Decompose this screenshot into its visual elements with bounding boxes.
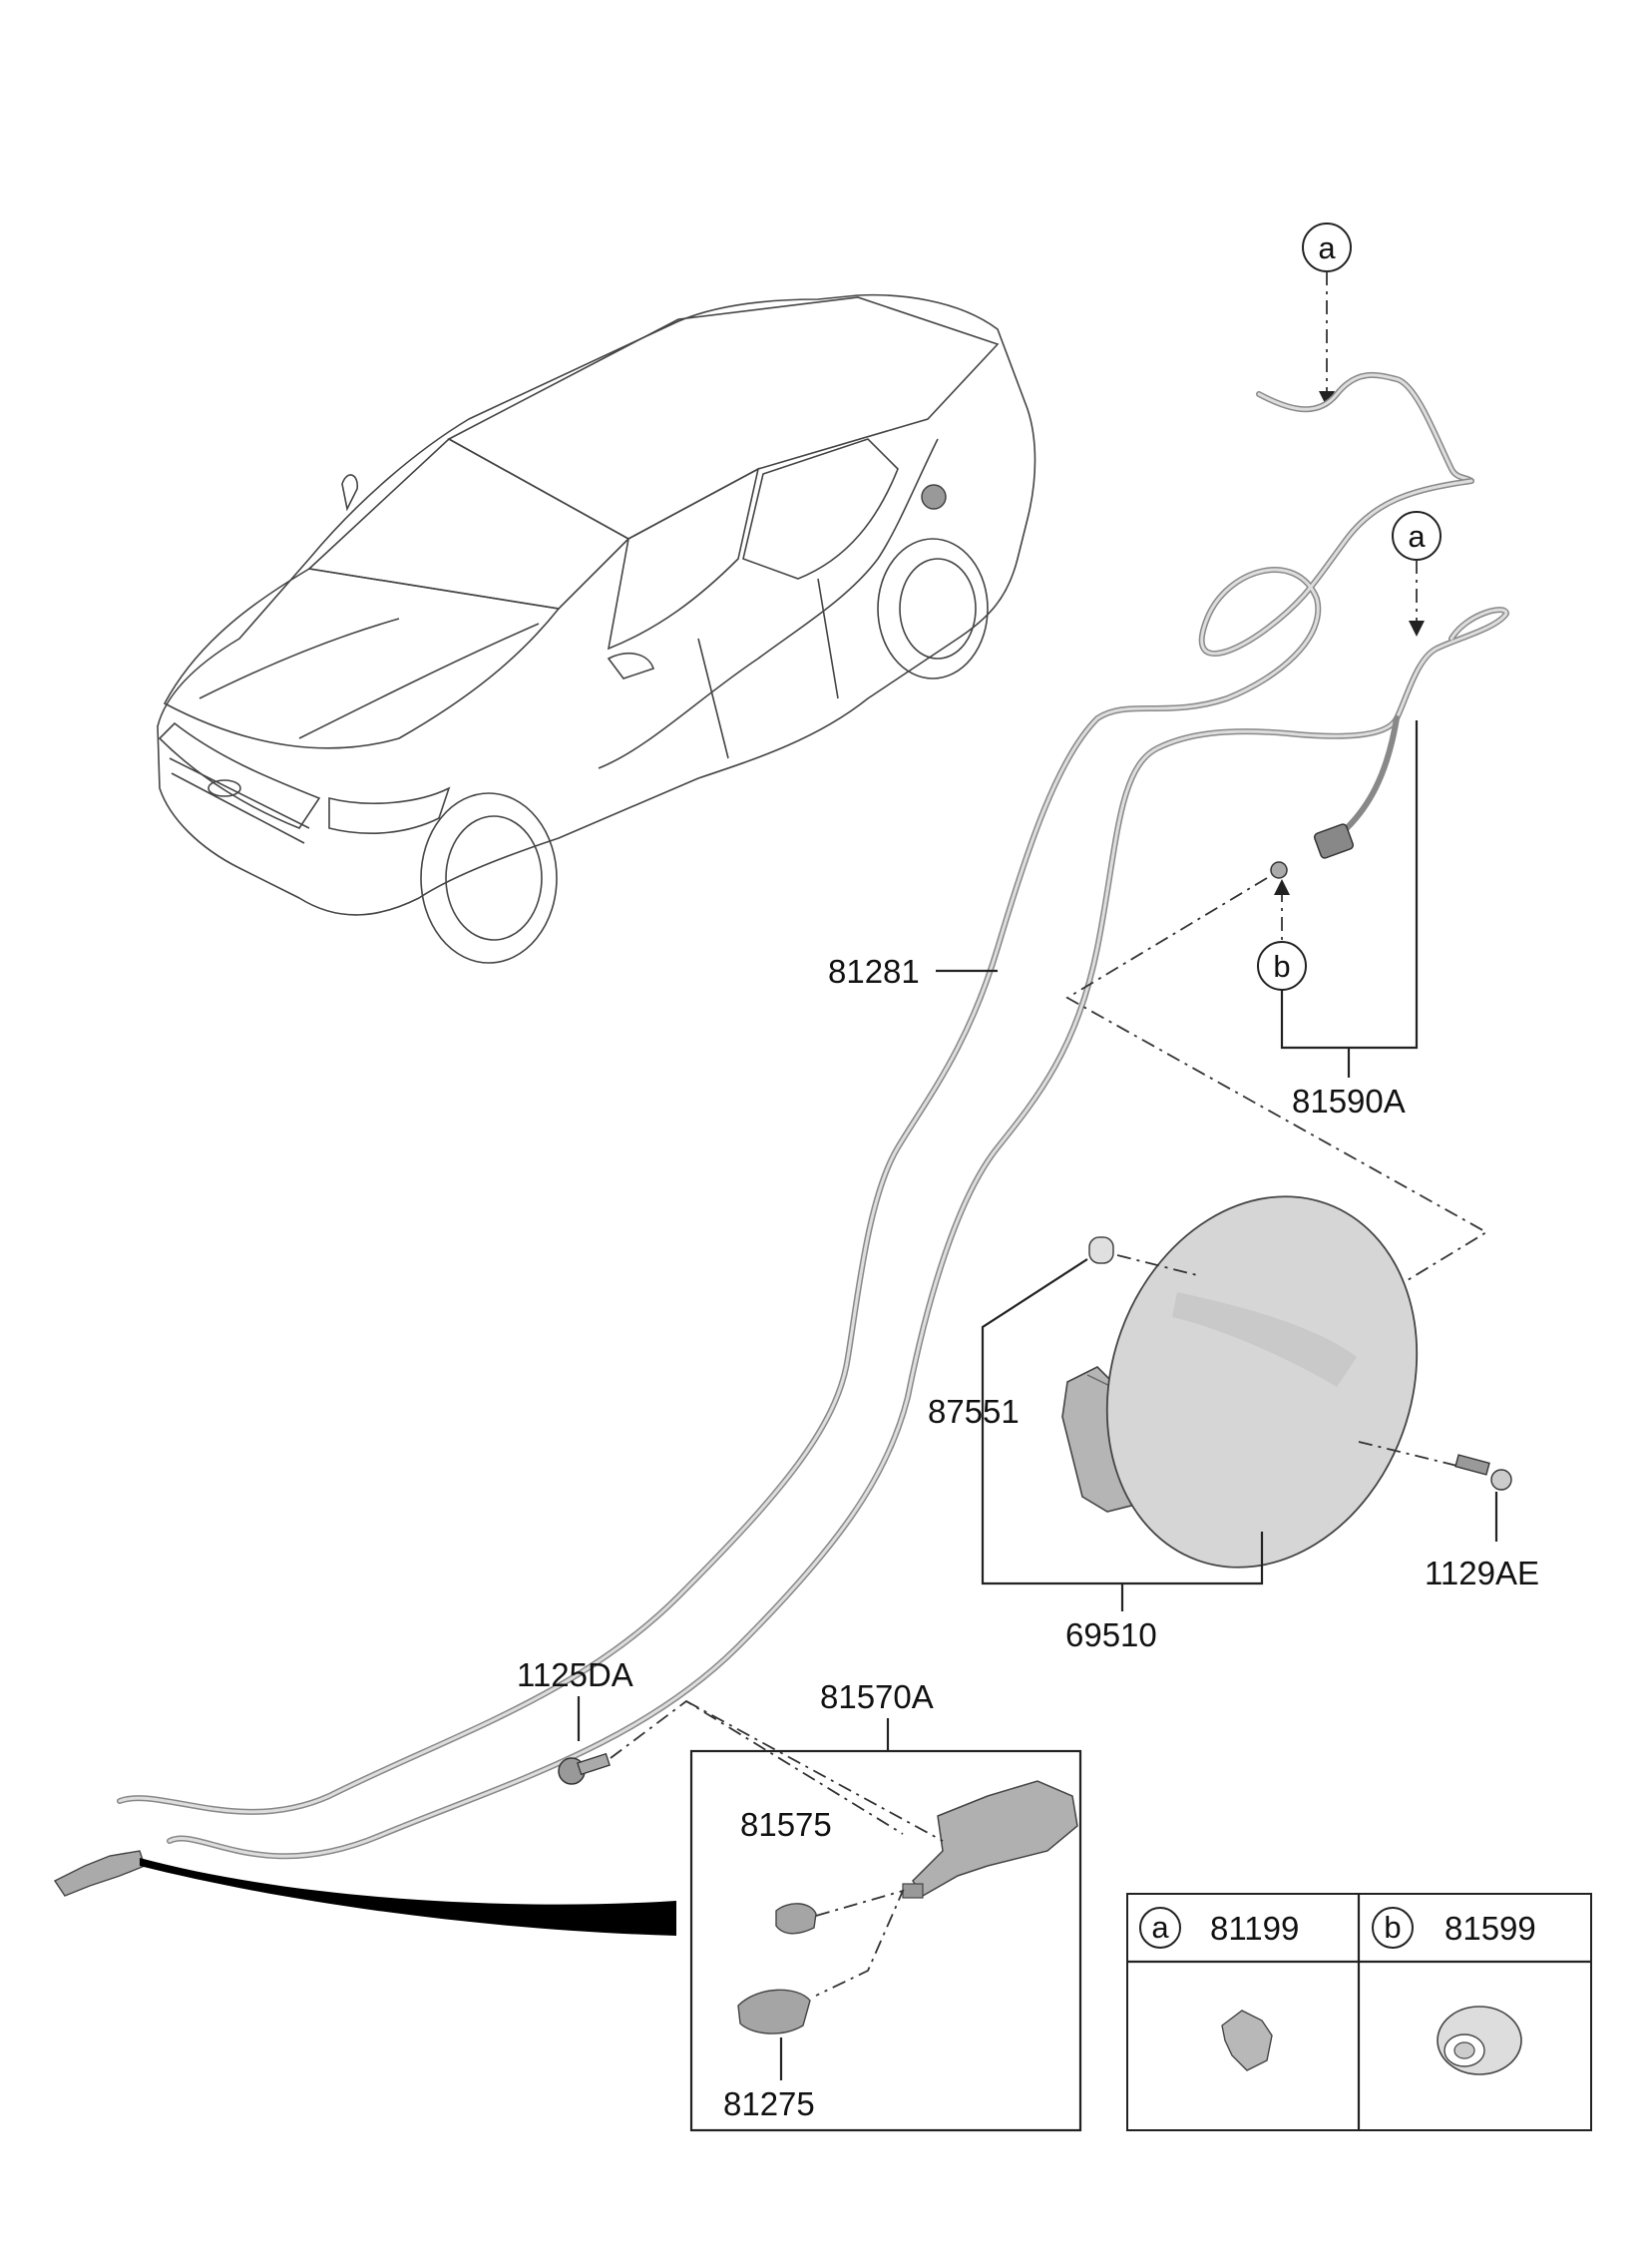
- svg-text:a: a: [1151, 1910, 1169, 1945]
- svg-text:a: a: [1318, 230, 1336, 265]
- svg-text:b: b: [1273, 949, 1290, 984]
- label-87551: 87551 69510: [928, 1258, 1264, 1653]
- svg-text:b: b: [1384, 1910, 1401, 1945]
- leader-lines: [1065, 877, 1488, 1318]
- svg-text:81281: 81281: [828, 953, 920, 990]
- callout-a-second: a: [1392, 511, 1442, 637]
- svg-text:69510: 69510: [1065, 1616, 1157, 1653]
- svg-text:1125DA: 1125DA: [517, 1656, 633, 1693]
- actuator-assembly-box: 81570A 81575 81275: [689, 1678, 1082, 2132]
- fuel-door-assembly: [1061, 1195, 1419, 1569]
- callout-b: b: [1257, 879, 1307, 991]
- legend-table: a 81199 b 81599: [1126, 1893, 1592, 2131]
- svg-text:81590A: 81590A: [1292, 1083, 1406, 1120]
- svg-text:1129AE: 1129AE: [1425, 1555, 1539, 1591]
- svg-text:81199: 81199: [1210, 1910, 1299, 1947]
- svg-text:a: a: [1408, 519, 1426, 554]
- callout-a-top: a: [1302, 223, 1352, 407]
- svg-text:81599: 81599: [1445, 1910, 1536, 1947]
- svg-text:81275: 81275: [723, 2085, 815, 2122]
- svg-text:81570A: 81570A: [820, 1678, 934, 1715]
- bolt-1125da: 1125DA: [517, 1656, 904, 1835]
- latch-left: [53, 1850, 676, 1936]
- label-81590a: 81590A: [1280, 720, 1419, 1120]
- screw-1129ae: 1129AE: [1358, 1441, 1539, 1591]
- svg-text:81575: 81575: [740, 1806, 832, 1843]
- label-81281: 81281: [828, 953, 998, 990]
- svg-text:87551: 87551: [928, 1393, 1020, 1430]
- cable-81281: [117, 371, 1509, 1860]
- car-illustration: [157, 293, 1036, 964]
